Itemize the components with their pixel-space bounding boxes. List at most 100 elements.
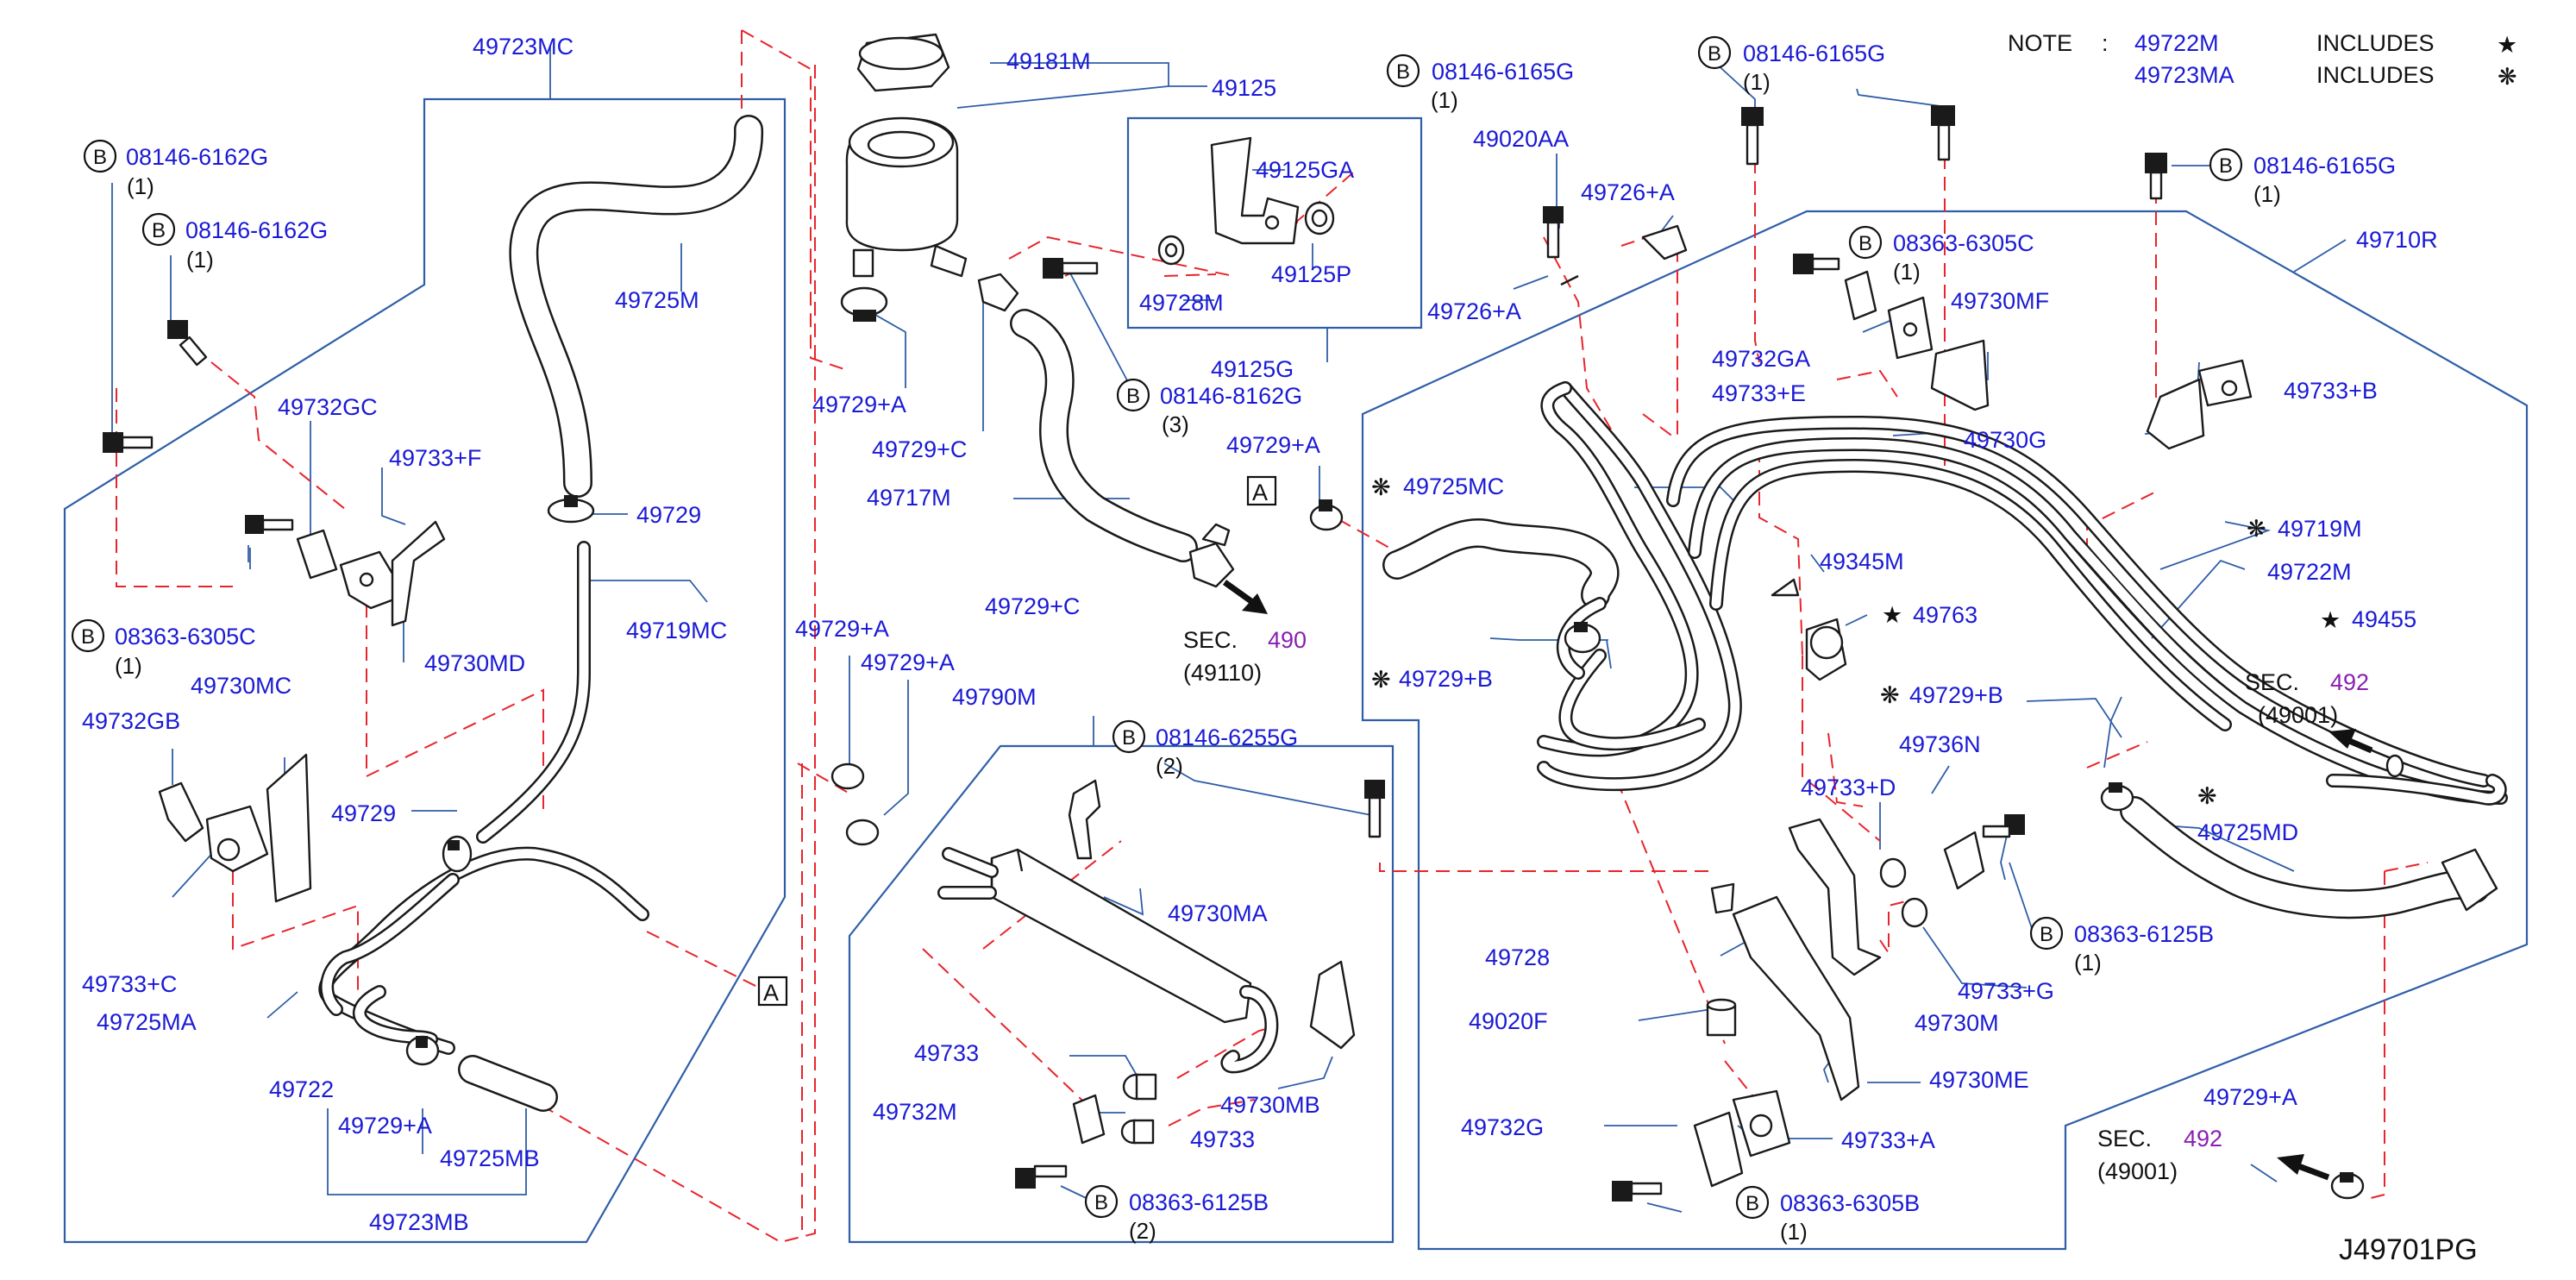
label-49728: 49728 [1485, 944, 1550, 970]
bolt-08146-6165g-3 [2145, 153, 2167, 200]
bolt-qty-2: (1) [186, 247, 214, 273]
label-49729a-cooler-2: 49729+A [861, 649, 955, 675]
bolt-08146-8162g [1043, 258, 1099, 279]
label-49732gc: 49732GC [278, 394, 378, 420]
bolt-code-9: 08146-6165G [2253, 153, 2396, 179]
collar-49733d [1879, 857, 1907, 888]
label-49729a-cooler-1: 49729+A [795, 616, 889, 642]
bolt-qty-5: (2) [1156, 753, 1183, 779]
collar-49733-b [1120, 1119, 1155, 1145]
oil-cooler-49790m [937, 847, 1279, 1074]
bracket-49730mb [1309, 960, 1356, 1050]
collar-49728 [1710, 882, 1735, 914]
clamp-49732ga [1844, 270, 1877, 321]
bolt-qty-12: (1) [1780, 1219, 1808, 1245]
o-ring-49455 [2385, 754, 2404, 778]
section-ref-492-upper: SEC. 492 (49001) [2245, 669, 2369, 728]
note-part-49722m: 49722M [2134, 30, 2219, 56]
note-includes-1: INCLUDES [2316, 30, 2435, 56]
label-49719m: 49719M [2278, 516, 2362, 542]
view-reference-a-upper: A [1246, 475, 1277, 506]
label-49125ga: 49125GA [1256, 157, 1354, 183]
insulator-49020f [1706, 998, 1737, 1037]
bracket-49730me [1732, 895, 1860, 1101]
bolt-qty-1: (1) [127, 173, 154, 199]
bolt-code-3: 08363-6305C [115, 624, 256, 649]
sensor-49345m [1771, 578, 1800, 597]
part-labels: 49723MC 49725M 49729 49719MC 49732GC 497… [82, 34, 2438, 1235]
svg-text:A: A [1252, 480, 1268, 505]
label-49729a-mid: 49729+A [1226, 432, 1320, 458]
label-49717m: 49717M [867, 485, 951, 511]
section-ref-492-lower: SEC. 492 (49001) [2097, 1126, 2222, 1184]
clamp-49729-c-lower [1188, 523, 1235, 588]
clamp-49736n [1943, 831, 1985, 890]
svg-text:B: B [1126, 385, 1140, 408]
clamp-49729-a-reservoir [840, 286, 888, 322]
bolt-qty-3: (1) [115, 653, 142, 679]
label-49732m: 49732M [873, 1099, 957, 1125]
label-49733f: 49733+F [389, 445, 481, 471]
bracket-49730md [391, 520, 446, 627]
label-49729-mid: 49729 [331, 800, 396, 826]
label-49730mf: 49730MF [1951, 288, 2049, 314]
section-code: (49001) [2097, 1158, 2178, 1184]
arrow-sec-492-upper [2328, 729, 2373, 754]
asterism-49725mc: ❋ [1371, 474, 1391, 500]
note-block: NOTE : 49722M INCLUDES ★ 49723MA INCLUDE… [2008, 30, 2517, 90]
view-reference-a-lower: A [757, 976, 788, 1007]
hose-end-49725md [2441, 848, 2498, 912]
label-49732ga: 49732GA [1712, 346, 1810, 372]
svg-text:B: B [2040, 923, 2053, 946]
label-49125: 49125 [1212, 75, 1276, 101]
clamp-49729-a-lower [405, 1035, 440, 1066]
asterism-49729b-right: ❋ [1880, 682, 1900, 708]
label-49181m: 49181M [1006, 48, 1091, 74]
bolt-qty-10: (1) [1893, 259, 1921, 285]
bolt-08363-6305b [1612, 1181, 1663, 1202]
section-ref-490: SEC. 490 (49110) [1183, 627, 1307, 686]
label-49729-left: 49729 [636, 502, 701, 528]
label-49730m: 49730M [1915, 1010, 1999, 1036]
label-49725ma: 49725MA [97, 1009, 197, 1035]
bolt-08363-6125b-lower [1015, 1164, 1068, 1189]
label-49729b-right: 49729+B [1909, 682, 2003, 708]
label-49729a-reservoir: 49729+A [812, 392, 906, 417]
clamps-49729-a-cooler [830, 762, 880, 846]
label-49726a-top: 49726+A [1581, 179, 1675, 205]
svg-text:B: B [1858, 232, 1872, 255]
section-code: (49001) [2258, 702, 2338, 728]
label-49733a: 49733+A [1841, 1127, 1935, 1153]
label-49719mc: 49719MC [626, 618, 727, 643]
clamp-49729-a-mid [1309, 499, 1344, 531]
bracket-49730g [2146, 378, 2205, 450]
svg-text:B: B [152, 219, 166, 242]
section-label: SEC. [2097, 1126, 2152, 1151]
switch-49763 [1805, 618, 1847, 681]
star-49763: ★ [1882, 602, 1902, 628]
bolt-code-6: 08363-6125B [1129, 1189, 1269, 1215]
drawing-number: J49701PG [2339, 1233, 2478, 1266]
bolt-qty-11: (1) [2074, 950, 2102, 976]
collar-49728m [1157, 235, 1185, 266]
label-49733-b: 49733 [1190, 1126, 1255, 1152]
svg-text:B: B [2219, 154, 2233, 178]
reservoir-cap-49181m [856, 33, 950, 92]
label-49725mc: 49725MC [1403, 474, 1504, 499]
asterism-49725md: ❋ [2197, 783, 2217, 809]
label-49730mc: 49730MC [191, 673, 291, 699]
bolt-code-7: 08146-6165G [1432, 59, 1574, 85]
bolt-code-8: 08146-6165G [1743, 41, 1885, 66]
section-code: (49110) [1183, 660, 1262, 686]
bolt-code-10: 08363-6305C [1893, 230, 2034, 256]
insulator-49733a [1732, 1089, 1791, 1158]
bolt-08146-6162g-b [167, 320, 208, 367]
label-49730ma: 49730MA [1168, 900, 1268, 926]
clamp-49732g [1693, 1111, 1744, 1188]
star-49455: ★ [2320, 607, 2341, 633]
svg-text:B: B [1122, 726, 1136, 750]
label-49733c: 49733+C [82, 971, 177, 997]
label-49725m: 49725M [615, 287, 699, 313]
bolt-08146-6165g-1 [1741, 107, 1764, 166]
label-49455: 49455 [2352, 606, 2416, 632]
